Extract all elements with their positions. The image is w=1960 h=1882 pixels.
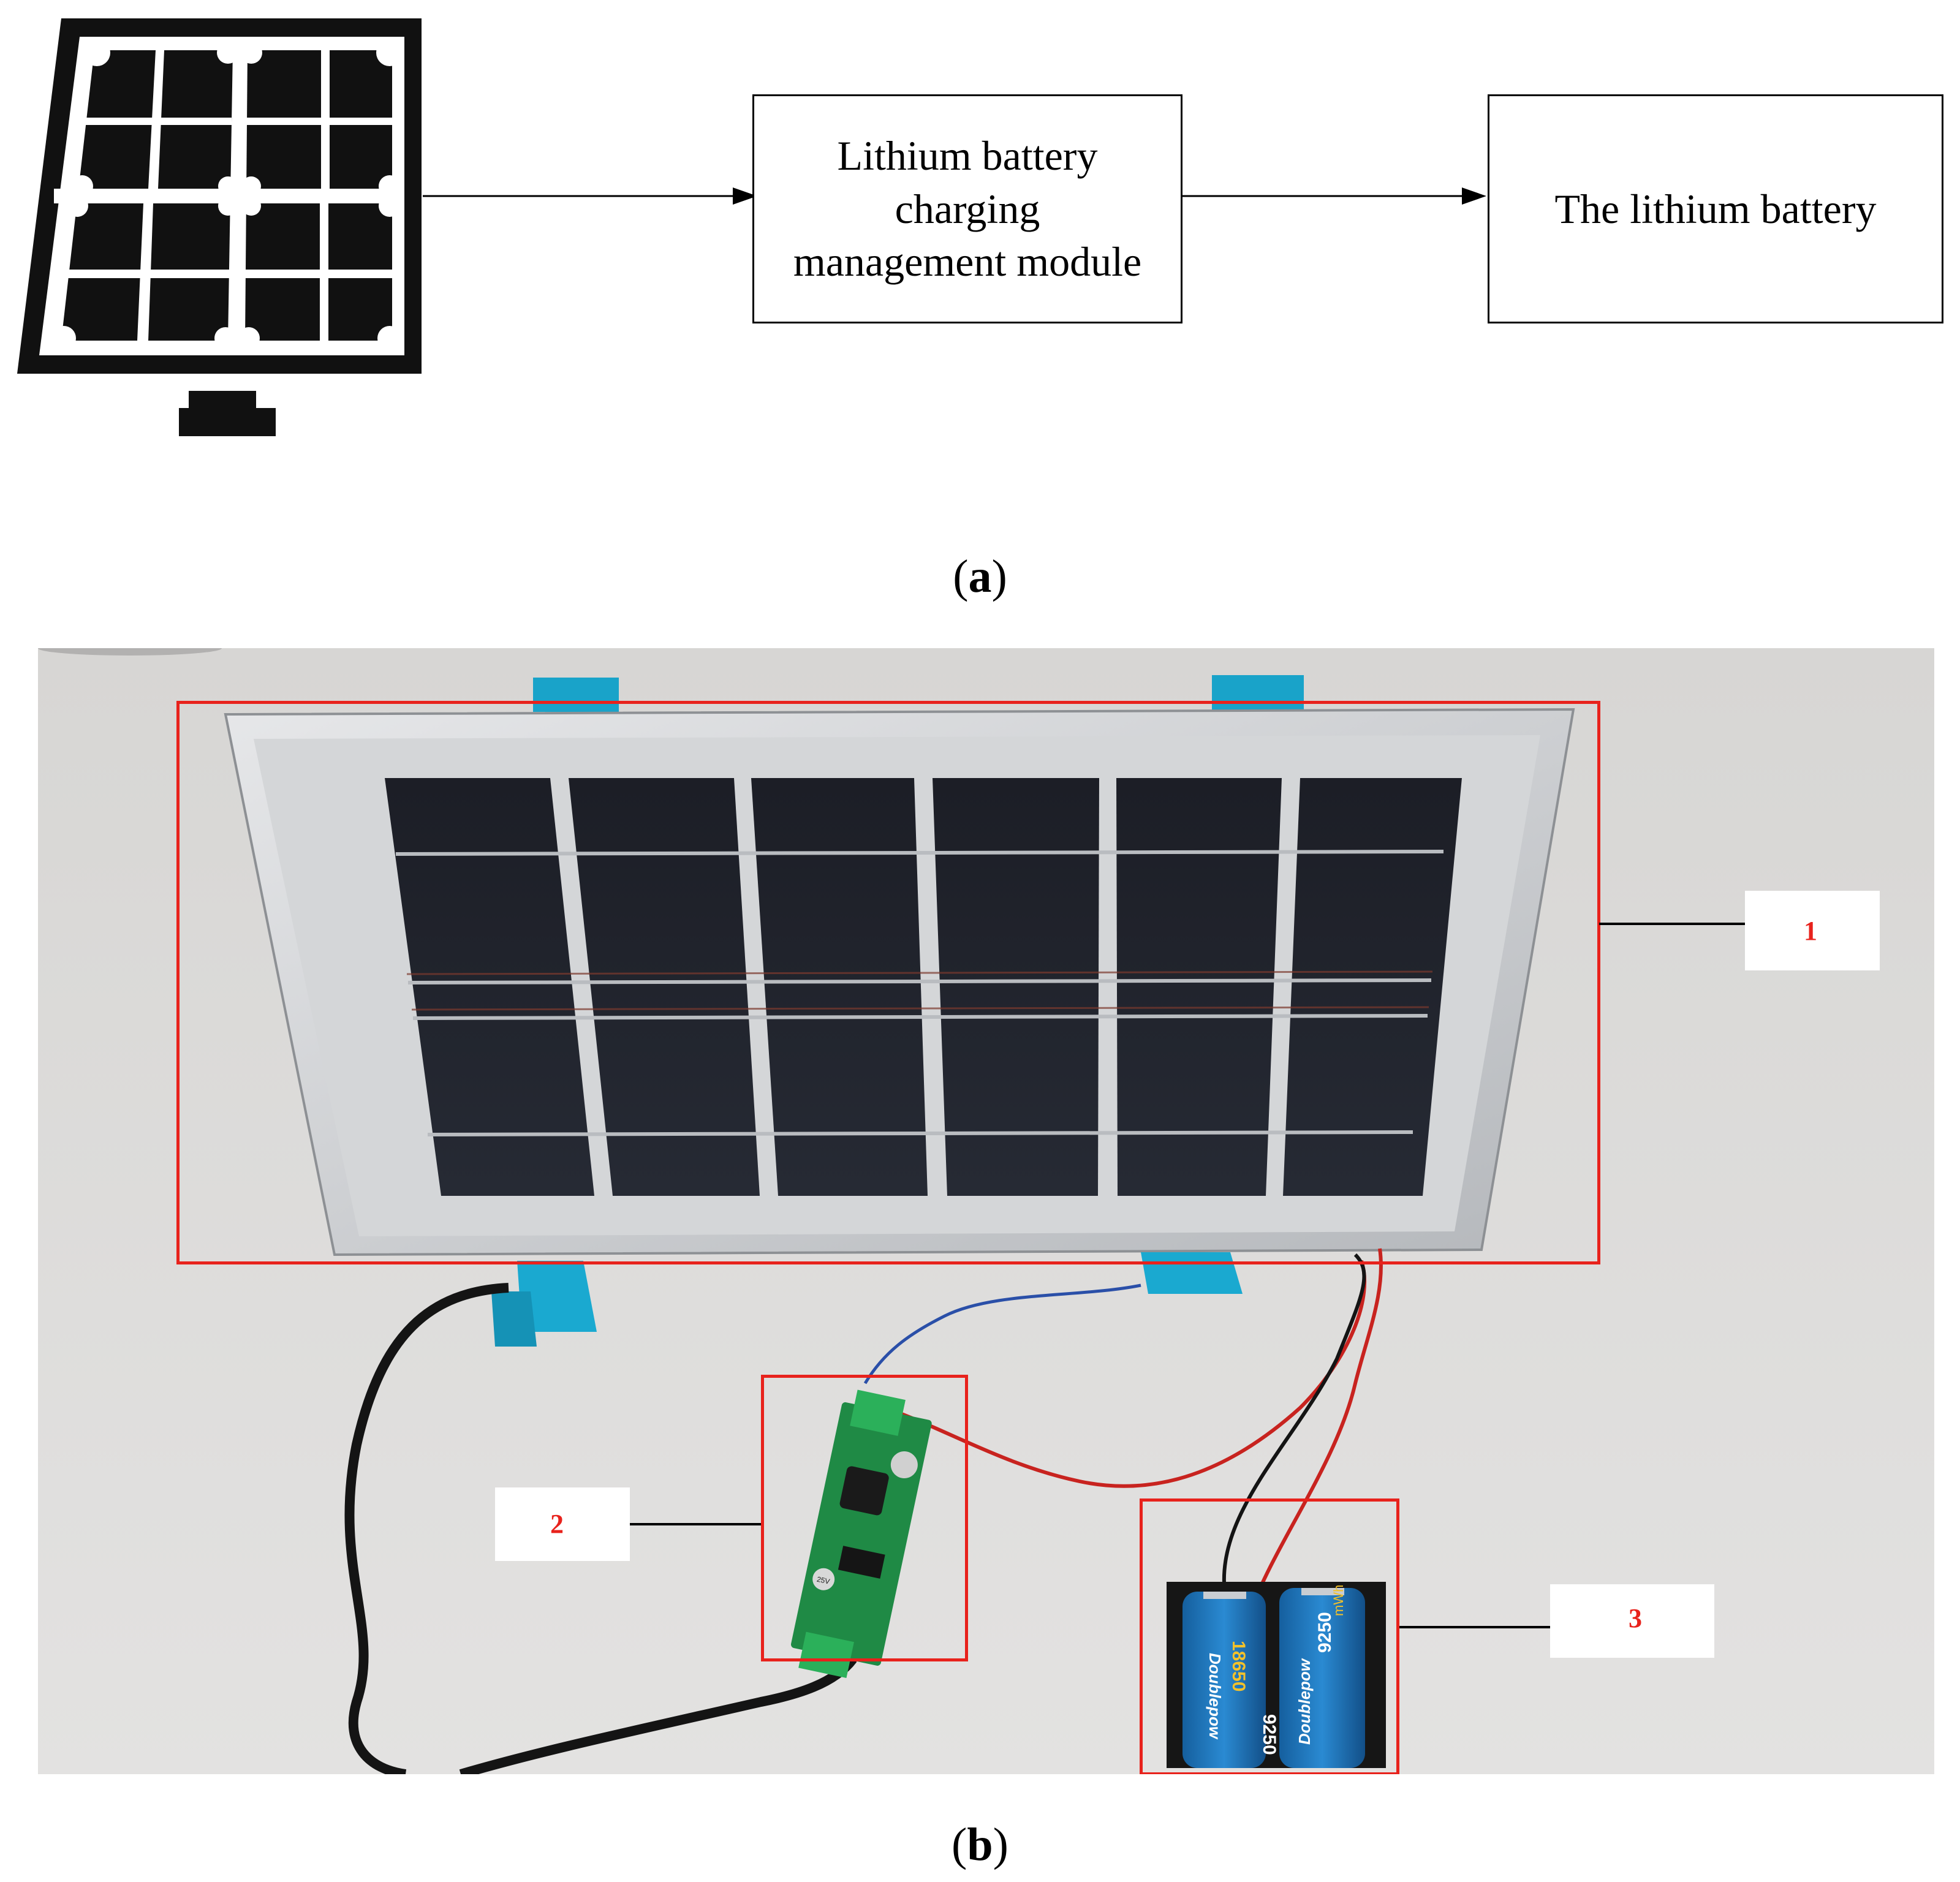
caption-a: (a) <box>953 551 1007 602</box>
charging-module-box: Lithium battery charging management modu… <box>752 94 1182 323</box>
highlight-box-battery <box>1140 1498 1399 1774</box>
label-tag-2: 2 <box>495 1487 630 1561</box>
battery-unit-2: mWh <box>1331 1585 1346 1616</box>
label-1: 1 <box>1804 916 1817 946</box>
prototype-photo: 25V 18650 Doublepow 9250 Doublepow 9250 … <box>38 648 1934 1774</box>
solar-panel-icon <box>17 18 422 436</box>
battery-holder: 18650 Doublepow 9250 Doublepow 9250 mWh <box>1167 1582 1386 1768</box>
battery-brand-1: Doublepow <box>1206 1653 1224 1740</box>
arrow-module-to-battery <box>1181 187 1486 205</box>
charging-module-label: Lithium battery charging management modu… <box>793 132 1142 285</box>
solar-cells <box>385 778 1462 1196</box>
caption-b: (b) <box>952 1819 1008 1870</box>
arrow-panel-to-module <box>423 187 757 205</box>
highlight-box-charging-module <box>761 1375 968 1661</box>
battery-brand-2: Doublepow <box>1295 1658 1314 1745</box>
battery-type-1: 18650 <box>1228 1641 1249 1691</box>
label-2: 2 <box>550 1509 564 1539</box>
highlight-box-solar-panel <box>176 701 1600 1264</box>
battery-capacity-1: 9250 <box>1259 1714 1279 1755</box>
pcb-label: 25V <box>816 1575 831 1586</box>
battery-capacity-2: 9250 <box>1315 1612 1335 1653</box>
lithium-battery-box: The lithium battery <box>1488 94 1943 323</box>
lithium-battery-label: The lithium battery <box>1554 185 1877 232</box>
label-tag-1: 1 <box>1745 891 1880 970</box>
charging-module-pcb: 25V <box>790 1389 932 1678</box>
label-3: 3 <box>1629 1603 1642 1633</box>
label-tag-3: 3 <box>1550 1584 1714 1658</box>
